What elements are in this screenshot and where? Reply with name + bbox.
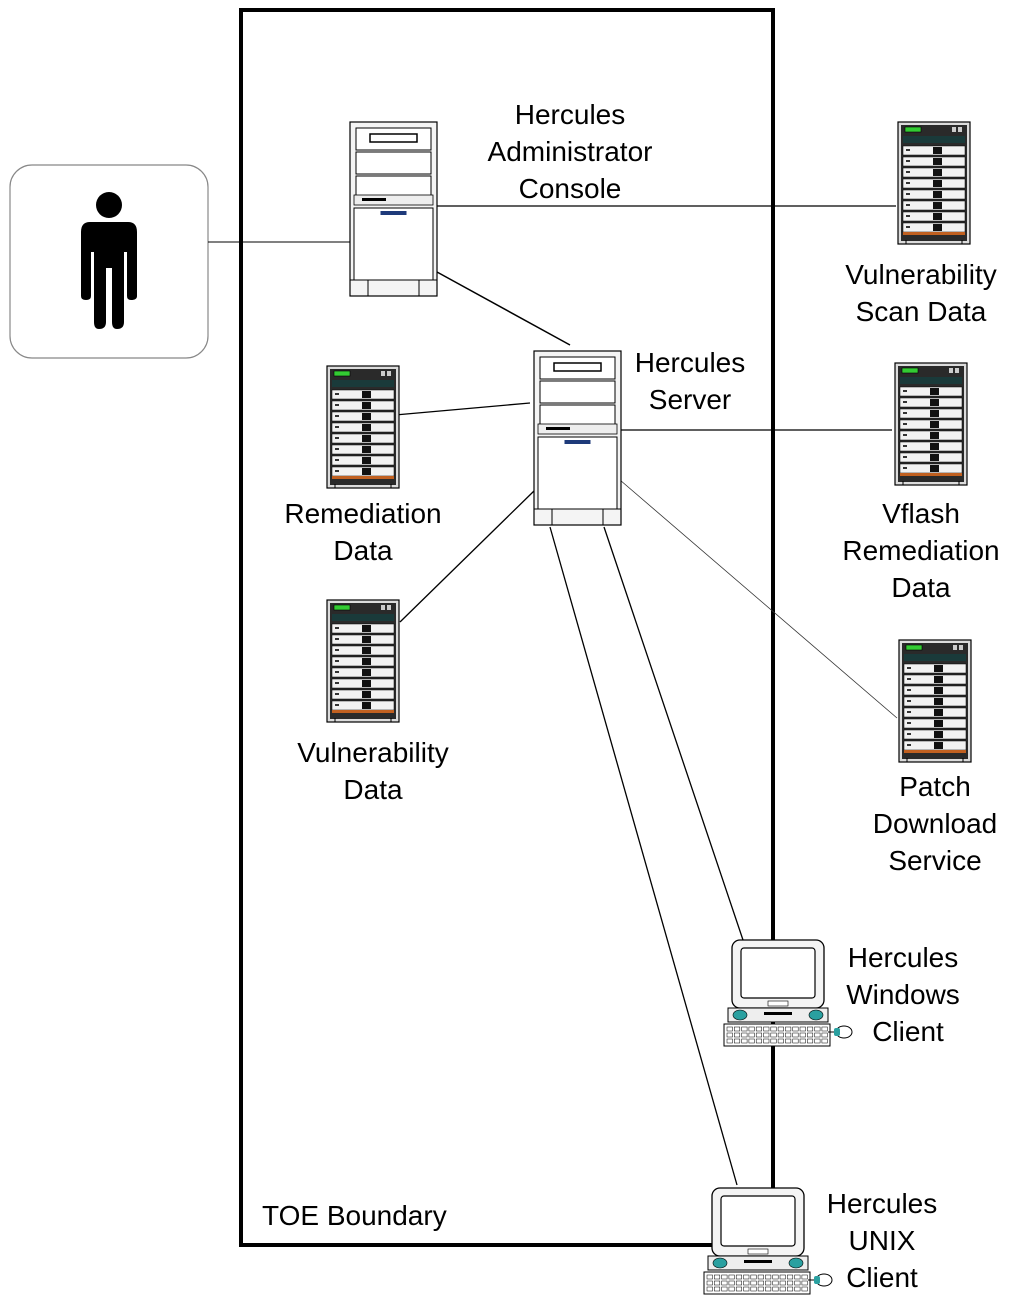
remediation-data-rack-icon bbox=[326, 365, 400, 489]
toe-boundary-label: TOE Boundary bbox=[262, 1200, 447, 1231]
unix-client-computer-icon bbox=[703, 1187, 833, 1295]
patch-download-label: Patch Download Service bbox=[872, 771, 998, 876]
vuln-scan-data-label: Vulnerability Scan Data bbox=[845, 259, 997, 327]
windows-client-computer-icon bbox=[723, 939, 853, 1047]
link-server-unixclient bbox=[549, 526, 738, 1186]
windows-client-label: Hercules Windows Client bbox=[846, 942, 960, 1047]
server-label: Hercules Server bbox=[634, 347, 746, 415]
toe-boundary bbox=[239, 8, 775, 1247]
link-server-vulndata bbox=[399, 489, 536, 623]
patch-service-rack-icon bbox=[898, 639, 972, 763]
link-server-patch bbox=[619, 479, 898, 719]
admin-console-tower-icon bbox=[349, 121, 438, 297]
user-actor bbox=[9, 164, 209, 359]
link-console-server bbox=[436, 271, 571, 346]
link-server-remediation bbox=[394, 402, 531, 416]
vuln-scan-data-rack-icon bbox=[897, 121, 971, 245]
remediation-data-label: Remediation Data bbox=[284, 498, 442, 566]
vflash-data-rack-icon bbox=[894, 362, 968, 486]
vflash-remediation-label: Vflash Remediation Data bbox=[842, 498, 1000, 603]
person-icon bbox=[81, 192, 137, 329]
admin-console-label: Hercules Administrator Console bbox=[487, 99, 653, 204]
connections bbox=[208, 205, 898, 1186]
link-server-winclient bbox=[603, 526, 744, 941]
vulnerability-data-label: Vulnerability Data bbox=[297, 737, 449, 805]
unix-client-label: Hercules UNIX Client bbox=[826, 1188, 938, 1293]
server-tower-icon bbox=[533, 350, 622, 526]
vulnerability-data-rack-icon bbox=[326, 599, 400, 723]
